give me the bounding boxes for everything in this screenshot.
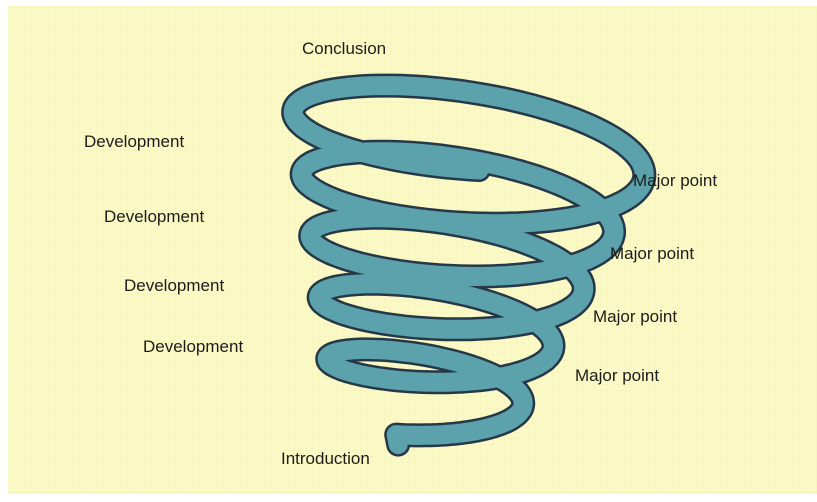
label-development-4: Development	[143, 337, 243, 356]
label-major-point-1: Major point	[633, 171, 717, 190]
label-major-point-4: Major point	[575, 366, 659, 385]
label-major-point-3: Major point	[593, 307, 677, 326]
label-major-point-2: Major point	[610, 244, 694, 263]
label-development-3: Development	[124, 276, 224, 295]
label-introduction: Introduction	[281, 449, 370, 468]
label-development-1: Development	[84, 132, 184, 151]
label-development-2: Development	[104, 207, 204, 226]
label-conclusion: Conclusion	[302, 39, 386, 58]
